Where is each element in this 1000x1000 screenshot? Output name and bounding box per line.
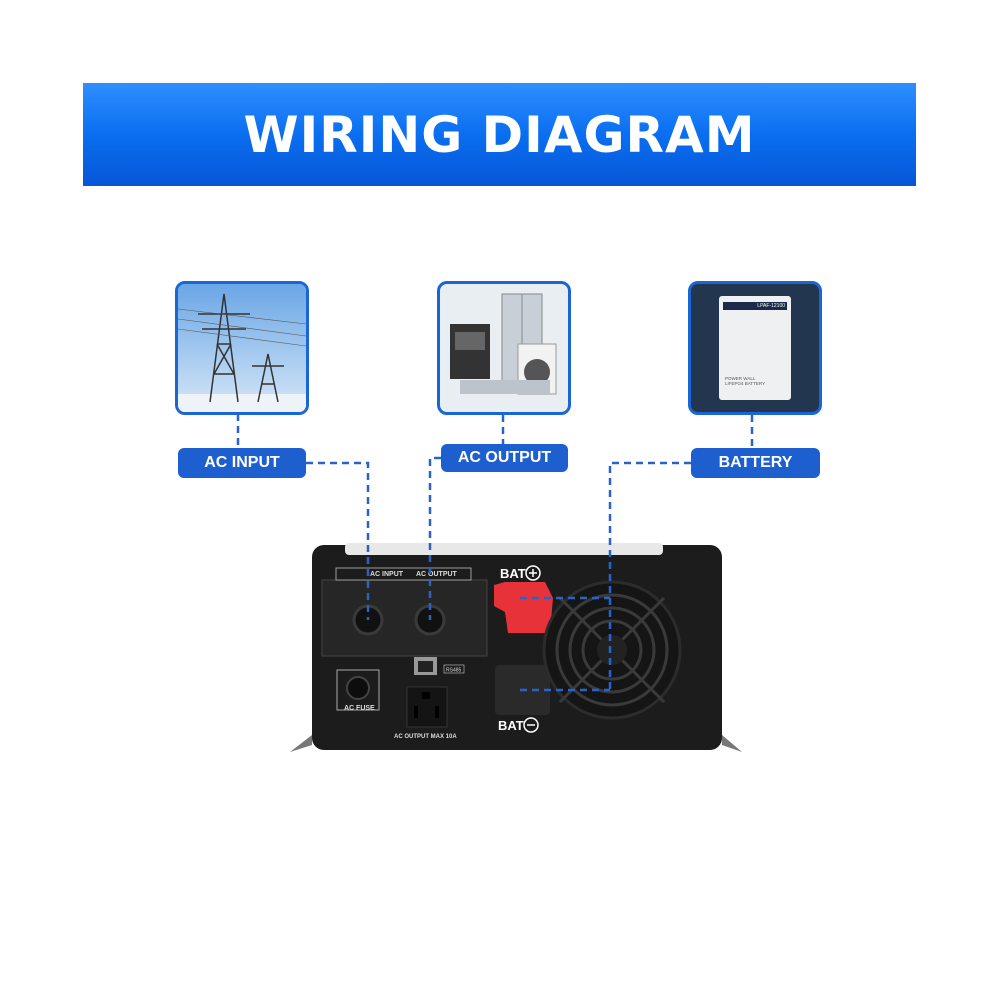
- outlet-label: AC OUTPUT MAX 10A: [394, 734, 457, 740]
- ac-input-label: AC INPUT: [178, 448, 306, 478]
- power-tower-icon: [178, 284, 306, 412]
- bat-pos-label: BAT: [500, 566, 526, 581]
- ac-output-label: AC OUTPUT: [441, 444, 568, 472]
- wiring-lines: [236, 414, 754, 692]
- top-cover: [345, 543, 663, 555]
- svg-text:AC FUSE: AC FUSE: [344, 705, 375, 712]
- rs485-label: RS485: [446, 668, 462, 674]
- ac-fuse-frame: [336, 669, 380, 711]
- title-banner: WIRING DIAGRAM: [83, 83, 916, 186]
- bat-neg-label: BAT: [498, 718, 524, 733]
- ac-fuse: [346, 676, 370, 700]
- appliances-icon: [450, 293, 557, 395]
- ac-output-terminal-label: AC OUTPUT: [416, 571, 458, 578]
- bat-pos-terminal: [494, 582, 553, 633]
- terminal-cover: [321, 579, 488, 657]
- ac-input-terminal-label: AC INPUT: [370, 571, 404, 578]
- title: WIRING DIAGRAM: [243, 105, 756, 164]
- battery-label: BATTERY: [691, 448, 820, 478]
- ac-input-image: [175, 281, 309, 415]
- ac-output-image: [437, 281, 571, 415]
- battery-model: LPAF-12100: [723, 302, 787, 310]
